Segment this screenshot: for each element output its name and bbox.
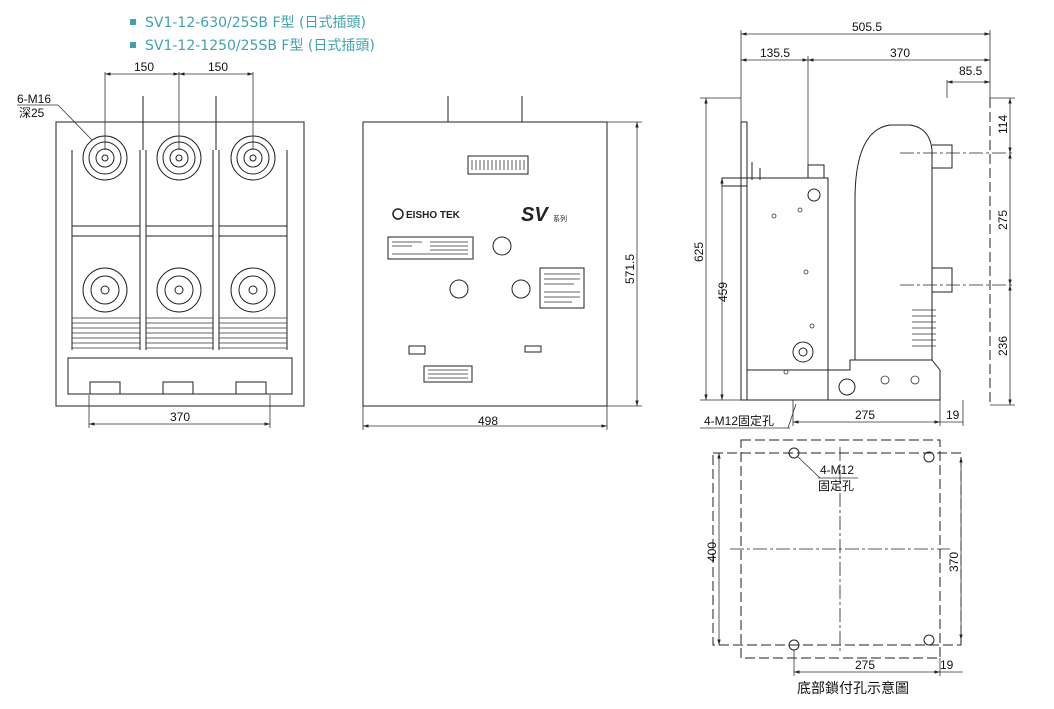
caution-label [423,365,473,383]
model-item-label: SV1-12-1250/25SB F型 (日式插頭) [145,37,375,54]
dim-135-5: 135.5 [760,46,790,60]
fix-hole-label: 4-M12固定孔 [704,413,774,428]
dim-370-bottom: 370 [947,552,961,572]
charge-knob [492,236,512,256]
model-item-label: SV1-12-630/25SB F型 (日式插頭) [145,14,366,31]
bottom-caption: 底部鎖付孔示意圖 [797,680,909,697]
dim-114: 114 [996,115,1010,134]
brand-name: EISHO TEK [406,210,461,221]
on-button [449,279,469,299]
nameplate [387,236,474,260]
danger-label [539,267,585,309]
pole-middle [145,135,214,350]
front-outline [55,121,305,407]
dim-625: 625 [692,242,706,262]
dim-150-right: 150 [208,60,228,74]
dim-275-bottom: 275 [855,408,875,422]
dim-19-side: 19 [946,408,960,422]
bullet-icon [130,18,136,25]
model-item: SV1-12-1250/25SB F型 (日式插頭) [130,33,375,56]
front-view: 150 150 6-M16 深25 [17,60,305,428]
model-item: SV1-12-630/25SB F型 (日式插頭) [130,10,375,33]
hole-label: 4-M12 [820,463,854,477]
counter-window [467,155,529,175]
callout-depth: 深25 [19,106,45,120]
dim-236: 236 [996,336,1010,356]
dim-370-front: 370 [170,410,190,424]
bullet-icon [130,41,136,48]
dim-275-bottom-view: 275 [855,658,875,672]
dim-459: 459 [716,282,730,302]
dim-370-side: 370 [890,46,910,60]
mount-hole [923,451,935,463]
side-view: 505.5 135.5 370 85.5 [692,20,1015,429]
brand-logo-icon [392,208,404,220]
hole-sub: 固定孔 [818,478,854,493]
panel-outline [362,121,608,407]
pole-right [218,135,288,350]
model-list: SV1-12-630/25SB F型 (日式插頭) SV1-12-1250/25… [130,10,375,56]
dim-571-5: 571.5 [623,254,637,284]
mount-hole [923,634,935,646]
bottom-view: 4-M12 固定孔 400 370 275 19 底部鎖付孔示意圖 [705,439,963,697]
dim-85-5: 85.5 [959,64,983,78]
pole-left [71,135,141,350]
dim-505-5: 505.5 [852,20,882,34]
dim-275-vertical: 275 [996,210,1010,230]
dim-400: 400 [705,542,719,562]
callout-6-m16: 6-M16 [17,92,51,106]
panel-view: EISHO TEK SV 系列 571.5 498 [362,96,642,430]
dim-19-bottom-view: 19 [940,658,954,672]
mount-hole [788,447,800,459]
sv-logo-suffix: 系列 [553,214,567,223]
sv-logo: SV [521,204,549,226]
off-button [511,279,531,299]
dim-498: 498 [478,414,498,428]
dim-150-left: 150 [134,60,154,74]
